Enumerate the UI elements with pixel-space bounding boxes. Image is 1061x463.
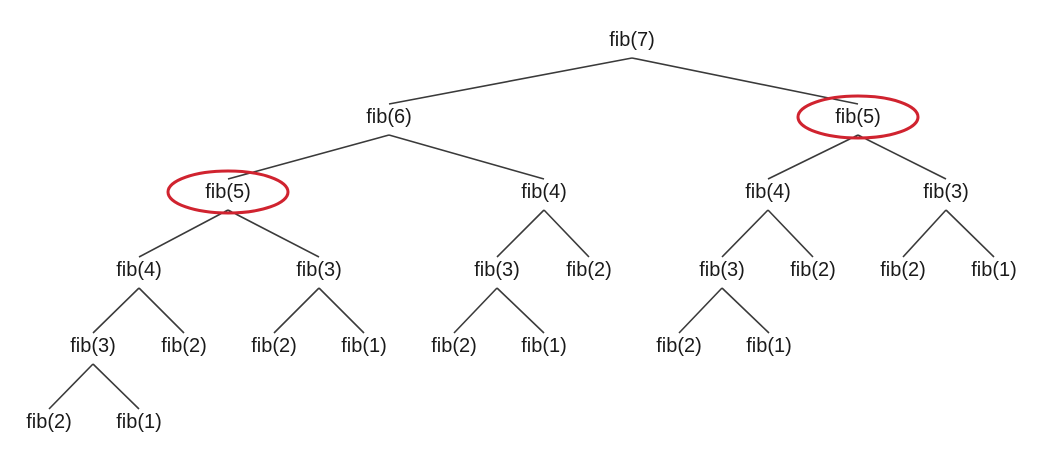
tree-node-n1: fib(7) [609,29,655,51]
tree-edge-n6-n12 [721,209,769,258]
tree-node-n3: fib(5) [835,106,881,128]
tree-node-n24: fib(2) [26,411,72,433]
tree-node-n20: fib(2) [431,335,477,357]
tree-edge-n12-n23 [721,287,770,334]
tree-node-n7: fib(3) [923,181,969,203]
tree-node-n14: fib(2) [880,259,926,281]
tree-nodes: fib(7) fib(6) fib(5) fib(5) fib(4) fib(4) fib(… [26,29,1017,433]
tree-edges [48,57,995,410]
tree-node-n16: fib(3) [70,335,116,357]
tree-node-n18: fib(2) [251,335,297,357]
tree-edge-n9-n19 [318,287,365,334]
tree-node-n23: fib(1) [746,335,792,357]
tree-edge-n7-n14 [902,209,947,258]
tree-edge-n3-n6 [767,134,859,180]
tree-node-n11: fib(2) [566,259,612,281]
highlight-ring-n3 [796,94,920,140]
tree-edge-n4-n8 [138,209,229,258]
tree-node-n21: fib(1) [521,335,567,357]
tree-edge-n2-n5 [388,134,545,180]
tree-edge-n8-n16 [92,287,140,334]
tree-edge-n16-n25 [92,363,140,410]
tree-edge-n6-n13 [767,209,814,258]
tree-edge-n16-n24 [48,363,94,410]
tree-edge-n3-n7 [857,134,947,180]
tree-node-n2: fib(6) [366,106,412,128]
tree-node-n22: fib(2) [656,335,702,357]
tree-node-n17: fib(2) [161,335,207,357]
tree-edge-n9-n18 [273,287,320,334]
tree-node-n13: fib(2) [790,259,836,281]
tree-edge-n10-n20 [453,287,498,334]
tree-edge-n7-n15 [945,209,995,258]
tree-node-n4: fib(5) [205,181,251,203]
tree-node-n15: fib(1) [971,259,1017,281]
tree-edge-n5-n10 [496,209,545,258]
tree-node-n9: fib(3) [296,259,342,281]
tree-edge-n4-n9 [227,209,320,258]
tree-node-n10: fib(3) [474,259,520,281]
tree-edge-n1-n2 [388,57,633,105]
tree-edge-n10-n21 [496,287,545,334]
tree-edge-n12-n22 [678,287,723,334]
tree-node-n12: fib(3) [699,259,745,281]
tree-edge-n1-n3 [631,57,859,105]
tree-node-n8: fib(4) [116,259,162,281]
highlight-rings [166,94,920,215]
highlight-ring-n4 [166,169,290,215]
tree-node-n5: fib(4) [521,181,567,203]
tree-edge-n8-n17 [138,287,185,334]
tree-node-n6: fib(4) [745,181,791,203]
tree-node-n25: fib(1) [116,411,162,433]
tree-node-n19: fib(1) [341,335,387,357]
tree-edge-n5-n11 [543,209,590,258]
